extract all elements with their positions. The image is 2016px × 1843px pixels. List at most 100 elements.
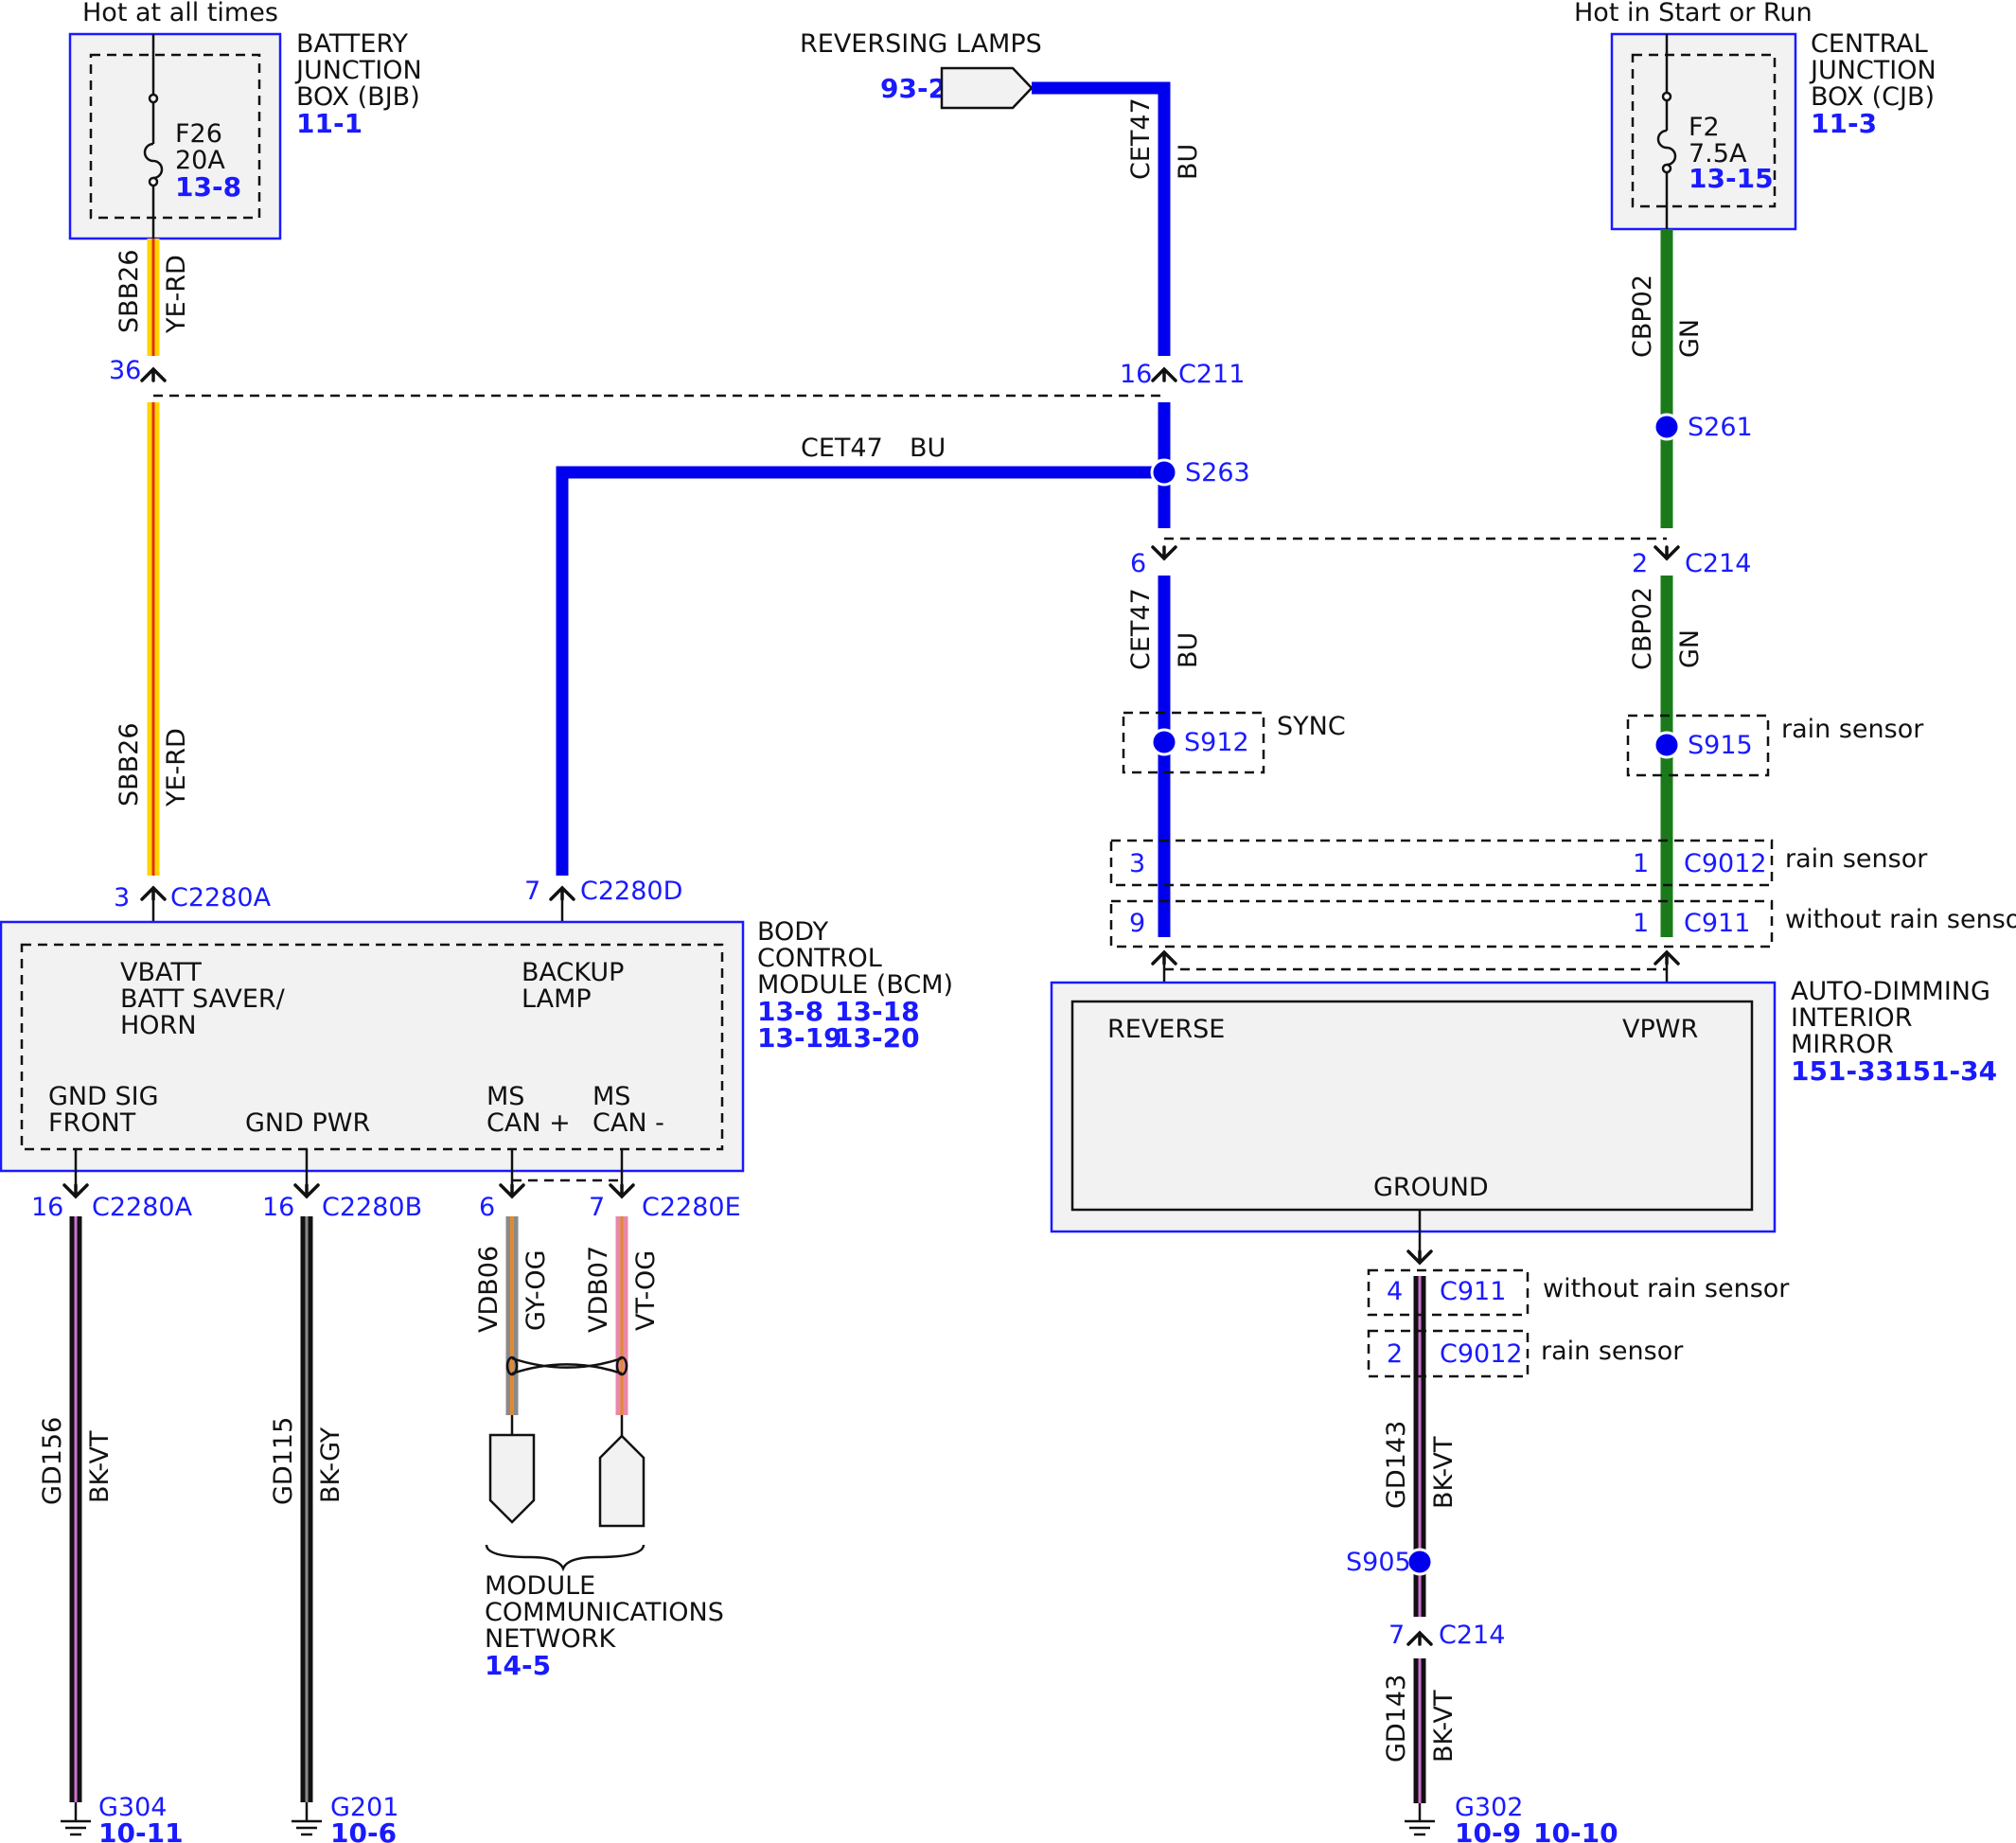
bcm-ref-link-13-19[interactable]: 13-19 [757, 1022, 842, 1054]
ground-g201-name: G201 [330, 1793, 398, 1822]
mirror-c9012-pin: 2 [1387, 1339, 1403, 1369]
connector-c2280d-name: C2280D [580, 877, 682, 906]
bjb-fuse-ref-link[interactable]: 13-8 [175, 171, 241, 203]
connector-c911-pin-right: 1 [1633, 909, 1649, 938]
connector-c211-name: C211 [1178, 360, 1245, 389]
mirror-ref-link[interactable]: 151-33151-34 [1791, 1055, 1997, 1087]
ground-g304-ref-link[interactable]: 10-11 [98, 1817, 184, 1843]
connector-c911-note: without rain sensor [1785, 905, 2016, 934]
splice-s912-label: S912 [1184, 728, 1249, 757]
splice-s915-option-box [1626, 714, 1770, 777]
pin-36-icon [140, 366, 167, 382]
pin-36-number: 36 [109, 356, 141, 385]
fuse-icon [143, 142, 164, 180]
connector-c911-name: C911 [1684, 909, 1750, 938]
bcm-gnd-pwr: GND PWR [245, 1108, 370, 1138]
bjb-ref-link[interactable]: 11-1 [296, 108, 363, 139]
reversing-lamps-label: REVERSING LAMPS [800, 29, 1042, 59]
bcm-ms-can-minus-line-2: CAN - [592, 1108, 664, 1138]
mirror-title-line-3: MIRROR [1791, 1030, 1894, 1059]
pin-c2280d-icon [549, 885, 575, 901]
bcm-vbatt-line-3: HORN [120, 1011, 197, 1040]
wire-label-sbb26-top-color: YE-RD [162, 255, 191, 334]
bcm-gnd-sig-line-2: FRONT [48, 1108, 136, 1138]
ground-g201-ref-link[interactable]: 10-6 [330, 1817, 397, 1843]
connector-c2280d-pin: 7 [524, 877, 540, 906]
connector-c211-pin: 16 [1120, 360, 1152, 389]
cjb-fuse-id: F2 [1689, 113, 1720, 142]
fuse-terminal-icon [1661, 91, 1672, 102]
wire-label-cbp02-mid-color: GN [1675, 629, 1705, 668]
wire-label-gd143-top-circuit: GD143 [1382, 1421, 1411, 1509]
splice-s912-icon [1150, 728, 1178, 756]
wire-label-gd115-color: BK-GY [316, 1427, 345, 1503]
ground-g302-ref-link-2[interactable]: 10-10 [1533, 1817, 1618, 1843]
bcm-vbatt-line-2: BATT SAVER/ [120, 984, 286, 1014]
connector-c214-bottom-name: C214 [1439, 1621, 1505, 1650]
splice-s261-label: S261 [1688, 413, 1753, 442]
wire-label-gd143-top-color: BK-VT [1429, 1436, 1459, 1509]
connector-can-pin-plus: 6 [479, 1193, 495, 1222]
wire-label-cbp02-top-color: GN [1675, 319, 1705, 358]
bcm-ms-can-minus-line-1: MS [592, 1082, 630, 1111]
bcm-outline [0, 920, 745, 1173]
connector-c214-name: C214 [1685, 549, 1751, 578]
pin-c2280a-icon [140, 885, 167, 901]
mirror-pin-vpwr: VPWR [1622, 1015, 1698, 1044]
mirror-c9012-name: C9012 [1440, 1339, 1523, 1369]
splice-s915-note: rain sensor [1781, 715, 1924, 744]
ground-g302-ref-link-1[interactable]: 10-9 [1455, 1817, 1521, 1843]
wire-label-cet47-top-color: BU [1174, 144, 1203, 180]
splice-s263-icon [1150, 458, 1178, 487]
mirror-title-line-1: AUTO-DIMMING [1791, 977, 1990, 1006]
network-title-line-3: NETWORK [485, 1624, 616, 1654]
ground-g304-name: G304 [98, 1793, 167, 1822]
reversing-lamps-ref-link[interactable]: 93-2 [880, 73, 946, 104]
auto-dimming-mirror: REVERSE VPWR GROUND [1050, 981, 1777, 1233]
network-ref-link[interactable]: 14-5 [485, 1650, 551, 1681]
bcm-inner-outline [20, 943, 724, 1151]
bcm-ref-link-13-8[interactable]: 13-8 [757, 996, 823, 1027]
bcm-ms-can-plus-line-1: MS [486, 1082, 524, 1111]
pin-gnd-pwr-icon [293, 1183, 320, 1199]
pin-mirror-vpwr-icon [1653, 949, 1680, 966]
connector-c214-pin-left: 6 [1130, 549, 1146, 578]
cjb-title-line-3: BOX (CJB) [1811, 82, 1935, 112]
mirror-title-line-2: INTERIOR [1791, 1003, 1912, 1033]
wire-label-gd143-bottom-circuit: GD143 [1382, 1675, 1411, 1763]
mirror-c9012-note: rain sensor [1541, 1337, 1684, 1366]
mirror-c911-note: without rain sensor [1543, 1274, 1790, 1303]
bjb-inner-outline [89, 53, 261, 220]
ground-g304-icon [61, 1802, 91, 1836]
connector-can-pin-minus: 7 [589, 1193, 605, 1222]
wire-label-vdb07-color: VT-OG [631, 1250, 661, 1331]
connector-c214-bottom-pin: 7 [1388, 1621, 1405, 1650]
connector-c911-pin-left: 9 [1129, 909, 1145, 938]
wire-label-cet47-horizontal-circuit: CET47 [801, 434, 883, 463]
bcm-gnd-sig-line-1: GND SIG [48, 1082, 159, 1111]
ground-g302-name: G302 [1455, 1793, 1523, 1822]
ground-g302-icon [1405, 1803, 1435, 1836]
bcm-ref-link-13-18[interactable]: 13-18 [835, 996, 920, 1027]
bcm-title-line-2: CONTROL [757, 944, 882, 973]
bcm-ref-link-13-20[interactable]: 13-20 [835, 1022, 920, 1054]
splice-s915-label: S915 [1688, 731, 1753, 760]
cjb-ref-link[interactable]: 11-3 [1811, 108, 1877, 139]
connector-c9012-option-box [1109, 839, 1774, 887]
connector-c9012-note: rain sensor [1785, 844, 1928, 874]
wire-label-vdb06-color: GY-OG [522, 1249, 551, 1331]
connector-c2280a-pin: 3 [114, 883, 130, 913]
connector-gnd-pwr-pin: 16 [262, 1193, 294, 1222]
wire-label-cet47-top-circuit: CET47 [1126, 97, 1156, 180]
twisted-pair-icon [511, 1356, 623, 1375]
bcm-ms-can-plus-line-2: CAN + [486, 1108, 571, 1138]
pin-mirror-ground-icon [1406, 1249, 1433, 1266]
cjb-title-line-2: JUNCTION [1809, 56, 1936, 85]
cjb-inner-outline [1631, 53, 1777, 208]
splice-s912-note: SYNC [1277, 712, 1346, 741]
wire-label-sbb26-mid-color: YE-RD [162, 728, 191, 807]
cjb-fuse-ref-link[interactable]: 13-15 [1689, 163, 1774, 194]
connector-c2280a-name: C2280A [170, 883, 272, 913]
splice-s905-label: S905 [1346, 1548, 1411, 1577]
